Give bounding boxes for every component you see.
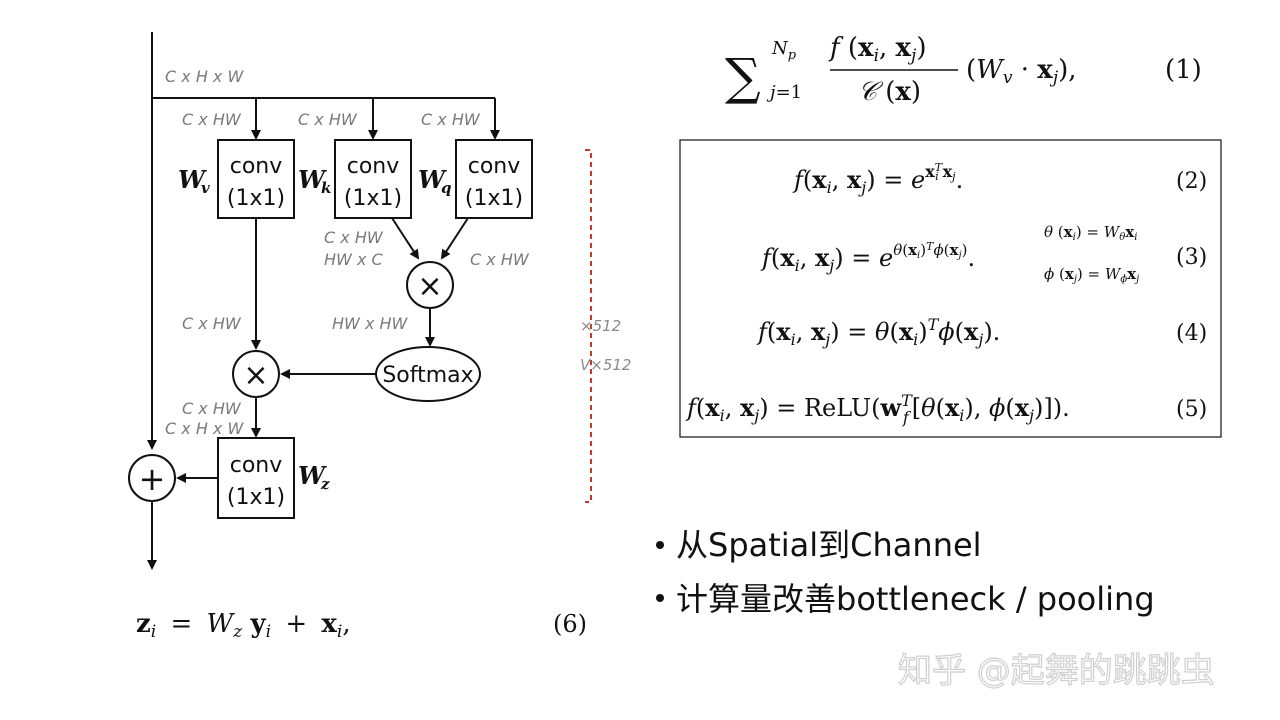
svg-text:W: W xyxy=(418,165,447,194)
bullet-item: 从Spatial到Channel xyxy=(656,526,982,564)
svg-text:v: v xyxy=(201,179,210,197)
svg-text:×: × xyxy=(417,269,442,304)
svg-text:θ (xi) = Wθxi: θ (xi) = Wθxi xyxy=(1044,223,1137,243)
svg-text:W: W xyxy=(298,165,327,194)
label-w-z: W z xyxy=(298,461,330,493)
svg-text:(1x1): (1x1) xyxy=(227,186,285,211)
svg-text:从Spatial到Channel: 从Spatial到Channel xyxy=(676,526,982,564)
svg-text:f(xi, xj) = θ(xi)Tϕ(xj).: f(xi, xj) = θ(xi)Tϕ(xj). xyxy=(756,315,1000,349)
svg-text:conv: conv xyxy=(468,154,521,179)
svg-text:(Wv · xj),: (Wv · xj), xyxy=(966,55,1077,88)
dim-attn: HW x HW xyxy=(332,314,409,333)
dim-k-out1: C x HW xyxy=(324,228,384,247)
watermark: 知乎 @起舞的跳跳虫 xyxy=(898,651,1215,691)
bullet-item: 计算量改善bottleneck / pooling xyxy=(656,580,1155,618)
softmax-node: Softmax xyxy=(375,346,481,402)
ghost-label-2: V×512 xyxy=(580,356,631,374)
conv-box-v: conv (1x1) xyxy=(217,139,295,219)
dim-input: C x H x W xyxy=(165,67,244,86)
ghost-label-1: ×512 xyxy=(580,317,621,335)
svg-text:∑: ∑ xyxy=(725,48,761,106)
eq6-number: (6) xyxy=(553,610,587,638)
svg-text:ϕ (xj) = Wϕxj: ϕ (xj) = Wϕxj xyxy=(1044,265,1139,285)
add-node: + xyxy=(128,454,176,502)
svg-text:W: W xyxy=(178,165,207,194)
svg-text:z: z xyxy=(320,475,330,493)
equation-3: f(xi, xj) = eθ(xi)Tϕ(xj). θ (xi) = Wθxi … xyxy=(760,223,1207,285)
svg-text:f(xi, xj) = ReLU(wTf[θ(xi), ϕ: f(xi, xj) = ReLU(wTf[θ(xi), ϕ(xj)]). xyxy=(685,391,1070,427)
eq5-number: (5) xyxy=(1176,397,1207,422)
conv-box-q: conv (1x1) xyxy=(455,139,533,219)
label-w-v: W v xyxy=(178,165,210,197)
eq1-number: (1) xyxy=(1165,55,1202,85)
arrow-q-to-mult xyxy=(440,217,469,260)
svg-text:W: W xyxy=(298,461,327,490)
svg-text:𝒞 (x): 𝒞 (x) xyxy=(858,77,921,107)
eq4-number: (4) xyxy=(1176,321,1207,346)
dim-v-in: C x HW xyxy=(182,110,242,129)
svg-text:(1x1): (1x1) xyxy=(465,186,523,211)
arrow-k-to-mult xyxy=(391,217,420,260)
svg-text:(1x1): (1x1) xyxy=(344,186,402,211)
svg-text:计算量改善bottleneck / pooling: 计算量改善bottleneck / pooling xyxy=(676,580,1155,618)
svg-text:conv: conv xyxy=(347,154,400,179)
svg-text:j=1: j=1 xyxy=(766,82,802,103)
svg-text:q: q xyxy=(441,179,452,197)
nonlocal-block-diagram: C x H x W C x HW C x HW C x HW conv (1x1… xyxy=(128,32,631,570)
svg-text:conv: conv xyxy=(230,154,283,179)
svg-text:f(xi, xj) = eθ(xi)Tϕ(xj).: f(xi, xj) = eθ(xi)Tϕ(xj). xyxy=(760,240,975,275)
svg-text:Softmax: Softmax xyxy=(382,363,473,388)
label-w-k: W k xyxy=(298,165,331,197)
eq3-number: (3) xyxy=(1176,245,1207,270)
dim-y-out2: C x H x W xyxy=(165,419,244,438)
equation-4: f(xi, xj) = θ(xi)Tϕ(xj). (4) xyxy=(756,315,1207,349)
multiply-node-attn: × xyxy=(406,261,454,309)
svg-text:k: k xyxy=(321,179,331,197)
equation-1: ∑ Np j=1 f (xi, xj) 𝒞 (x) (Wv · xj), (1) xyxy=(725,33,1202,107)
svg-text:zi = Wz yi: zi = Wz yi + xi, xyxy=(136,609,351,644)
conv-box-z: conv (1x1) xyxy=(217,437,295,519)
svg-text:conv: conv xyxy=(230,453,283,478)
dim-v-out: C x HW xyxy=(182,314,242,333)
conv-box-k: conv (1x1) xyxy=(334,139,412,219)
dim-q-in: C x HW xyxy=(421,110,481,129)
svg-text:Np: Np xyxy=(771,38,797,63)
dashed-bracket xyxy=(585,149,592,503)
multiply-node-y: × xyxy=(232,350,280,398)
bullet-list: 从Spatial到Channel 计算量改善bottleneck / pooli… xyxy=(656,526,1155,618)
svg-text:×: × xyxy=(243,358,268,393)
svg-text:(1x1): (1x1) xyxy=(227,485,285,510)
equation-6: zi = Wz yi + xi, (6) xyxy=(136,609,587,644)
dim-k-in: C x HW xyxy=(298,110,358,129)
label-w-q: W q xyxy=(418,165,452,197)
svg-text:+: + xyxy=(139,460,166,498)
dim-q-out: C x HW xyxy=(470,250,530,269)
dim-y-out1: C x HW xyxy=(182,399,242,418)
dim-k-out2: HW x C xyxy=(324,250,383,269)
eq2-number: (2) xyxy=(1176,169,1207,194)
svg-text:f (xi, xj): f (xi, xj) xyxy=(828,33,926,66)
